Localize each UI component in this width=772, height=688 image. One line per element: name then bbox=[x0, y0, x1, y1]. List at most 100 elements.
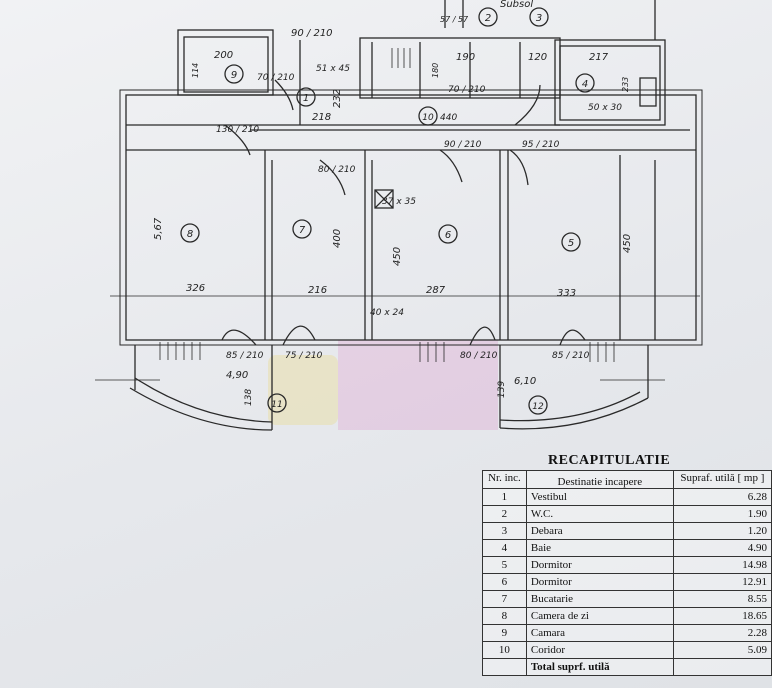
table-row: 9 Camara 2.28 bbox=[482, 624, 772, 642]
row-destination: Camara bbox=[525, 624, 674, 642]
dim-label: 440 bbox=[440, 113, 457, 123]
dim-label: 51 x 45 bbox=[316, 64, 350, 74]
dim-label: 216 bbox=[308, 285, 327, 296]
table-row: 4 Baie 4.90 bbox=[482, 539, 772, 557]
room-number-1: 1 bbox=[303, 93, 309, 104]
dim-label: 400 bbox=[332, 229, 343, 248]
row-destination: Coridor bbox=[525, 641, 674, 659]
table-row: 7 Bucatarie 8.55 bbox=[482, 590, 772, 608]
dim-label: 450 bbox=[392, 247, 403, 266]
row-area: 6.28 bbox=[672, 488, 772, 506]
room-number-4: 4 bbox=[582, 79, 588, 90]
row-area: 12.91 bbox=[672, 573, 772, 591]
dim-label: 95 / 210 bbox=[522, 140, 560, 150]
row-area: 5.09 bbox=[672, 641, 772, 659]
room-number-10: 10 bbox=[422, 113, 434, 123]
dim-label: 138 bbox=[244, 389, 254, 406]
row-destination: Baie bbox=[525, 539, 674, 557]
dim-label: 6,10 bbox=[514, 376, 536, 387]
dim-label: 326 bbox=[186, 283, 205, 294]
row-nr: 10 bbox=[482, 641, 527, 659]
header-fragment: Subsol bbox=[500, 0, 533, 10]
row-area: 4.90 bbox=[672, 539, 772, 557]
room-number-3: 3 bbox=[536, 13, 542, 24]
dim-label: 333 bbox=[557, 288, 576, 299]
dim-label: 450 bbox=[622, 234, 633, 253]
recap-title: RECAPITULATIE bbox=[548, 453, 671, 468]
row-destination: Dormitor bbox=[525, 573, 674, 591]
dim-label: 40 x 24 bbox=[370, 308, 404, 318]
room-number-8: 8 bbox=[187, 229, 193, 240]
row-area: 1.20 bbox=[672, 522, 772, 540]
dim-label: 218 bbox=[312, 112, 331, 123]
row-nr: 2 bbox=[482, 505, 527, 523]
table-row: 3 Debara 1.20 bbox=[482, 522, 772, 540]
room-number-12: 12 bbox=[532, 402, 544, 412]
row-area: 14.98 bbox=[672, 556, 772, 574]
dim-label: 50 x 30 bbox=[588, 103, 622, 113]
watermark-logo bbox=[268, 355, 338, 425]
floor-plan: 9 1 2 3 4 5 6 7 8 10 11 12 Subsol 90 / 2… bbox=[95, 0, 703, 431]
dim-label: 217 bbox=[589, 52, 609, 63]
row-nr: 3 bbox=[482, 522, 527, 540]
table-row: 8 Camera de zi 18.65 bbox=[482, 607, 772, 625]
header-area: Supraf. utilă [ mp ] bbox=[672, 470, 772, 489]
table-row: 10 Coridor 5.09 bbox=[482, 641, 772, 659]
dim-label: 200 bbox=[214, 50, 233, 61]
room-number-6: 6 bbox=[445, 230, 451, 241]
dim-label: 114 bbox=[191, 63, 200, 78]
total-row: Total suprf. utilă bbox=[482, 658, 772, 676]
table-row: 1 Vestibul 6.28 bbox=[482, 488, 772, 506]
recap-header-row: Nr. inc. Destinatie incapere Supraf. uti… bbox=[482, 470, 772, 489]
row-nr: 7 bbox=[482, 590, 527, 608]
room-4-outline bbox=[554, 39, 666, 126]
dim-label: 232 bbox=[332, 89, 343, 108]
room-number-11: 11 bbox=[271, 400, 282, 410]
row-destination: Camera de zi bbox=[525, 607, 674, 625]
row-destination: Debara bbox=[525, 522, 674, 540]
table-row: 5 Dormitor 14.98 bbox=[482, 556, 772, 574]
row-nr: 5 bbox=[482, 556, 527, 574]
dim-label: 190 bbox=[456, 52, 475, 63]
watermark-stamp bbox=[338, 340, 498, 430]
dim-label: 80 / 210 bbox=[318, 165, 356, 175]
dim-label: 90 / 210 bbox=[291, 28, 333, 39]
dim-label: 80 / 210 bbox=[460, 351, 498, 361]
row-destination: Dormitor bbox=[525, 556, 674, 574]
room-number-2: 2 bbox=[485, 13, 491, 24]
dim-label: 75 / 210 bbox=[285, 351, 323, 361]
dim-label: 37 x 35 bbox=[382, 197, 416, 207]
dim-label: 4,90 bbox=[226, 370, 248, 381]
dim-label: 85 / 210 bbox=[226, 351, 264, 361]
row-area: 8.55 bbox=[672, 590, 772, 608]
outer-wall bbox=[125, 94, 697, 341]
dim-label: 139 bbox=[497, 381, 507, 398]
room-9-outline bbox=[177, 29, 274, 96]
room-number-7: 7 bbox=[299, 225, 306, 236]
dim-label: 70 / 210 bbox=[448, 85, 486, 95]
total-label: Total suprf. utilă bbox=[525, 658, 674, 676]
row-destination: W.C. bbox=[525, 505, 674, 523]
row-destination: Vestibul bbox=[525, 488, 674, 506]
dim-label: 120 bbox=[528, 52, 547, 63]
room-number-5: 5 bbox=[568, 238, 574, 249]
row-area: 18.65 bbox=[672, 607, 772, 625]
table-row: 6 Dormitor 12.91 bbox=[482, 573, 772, 591]
dim-label: 233 bbox=[621, 77, 630, 92]
dim-label: 180 bbox=[431, 63, 440, 78]
dim-label: 5,67 bbox=[153, 217, 164, 240]
dim-label: 130 / 210 bbox=[216, 125, 259, 135]
dim-label: 90 / 210 bbox=[444, 140, 482, 150]
row-nr: 8 bbox=[482, 607, 527, 625]
row-nr: 1 bbox=[482, 488, 527, 506]
room-number-9: 9 bbox=[231, 70, 237, 81]
header-nr: Nr. inc. bbox=[482, 470, 527, 489]
table-row: 2 W.C. 1.90 bbox=[482, 505, 772, 523]
dim-label: 85 / 210 bbox=[552, 351, 590, 361]
row-nr: 9 bbox=[482, 624, 527, 642]
dim-label: 57 / 57 bbox=[440, 15, 469, 24]
dim-label: 287 bbox=[426, 285, 446, 296]
row-nr: 6 bbox=[482, 573, 527, 591]
header-destination: Destinatie incapere bbox=[525, 470, 674, 489]
row-nr: 4 bbox=[482, 539, 527, 557]
